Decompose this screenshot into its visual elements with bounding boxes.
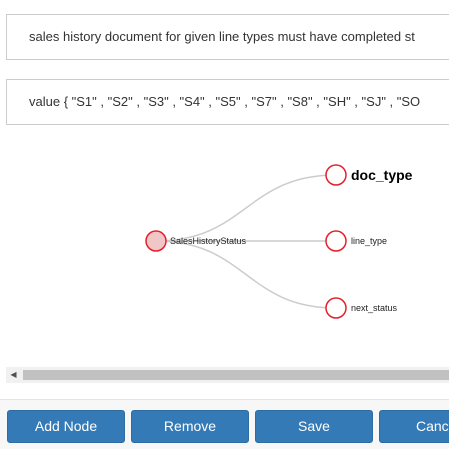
cancel-button[interactable]: Cancel bbox=[379, 410, 449, 443]
root-node-label: SalesHistoryStatus bbox=[170, 236, 247, 246]
value-field[interactable]: value { "S1" , "S2" , "S3" , "S4" , "S5"… bbox=[6, 79, 449, 125]
line-type-node-circle[interactable] bbox=[325, 230, 347, 252]
tree-graph-canvas: SalesHistoryStatus doc_type line_type ne… bbox=[145, 164, 413, 319]
action-toolbar: Add Node Remove Save Cancel bbox=[0, 400, 449, 449]
tree-node-root[interactable]: SalesHistoryStatus bbox=[145, 230, 247, 252]
link-doc-type bbox=[155, 174, 337, 242]
add-node-button[interactable]: Add Node bbox=[7, 410, 125, 443]
scroll-left-arrow-icon[interactable]: ◀ bbox=[10, 370, 17, 379]
link-next-status bbox=[155, 240, 337, 309]
next-status-node-circle[interactable] bbox=[325, 297, 347, 319]
save-button[interactable]: Save bbox=[255, 410, 373, 443]
tree-node-doc-type[interactable]: doc_type bbox=[325, 164, 413, 186]
tree-graph: SalesHistoryStatus doc_type line_type ne… bbox=[0, 140, 449, 360]
doc-type-node-label: doc_type bbox=[351, 167, 413, 183]
horizontal-scrollbar[interactable]: ◀ bbox=[6, 367, 449, 383]
toolbar-divider bbox=[0, 399, 449, 400]
scrollbar-thumb[interactable] bbox=[23, 370, 449, 380]
next-status-node-label: next_status bbox=[351, 303, 398, 313]
tree-node-line-type[interactable]: line_type bbox=[325, 230, 387, 252]
remove-button[interactable]: Remove bbox=[131, 410, 249, 443]
doc-type-node-circle[interactable] bbox=[325, 164, 347, 186]
tree-node-next-status[interactable]: next_status bbox=[325, 297, 398, 319]
description-field[interactable]: sales history document for given line ty… bbox=[6, 14, 449, 60]
line-type-node-label: line_type bbox=[351, 236, 387, 246]
root-node-circle[interactable] bbox=[145, 230, 167, 252]
